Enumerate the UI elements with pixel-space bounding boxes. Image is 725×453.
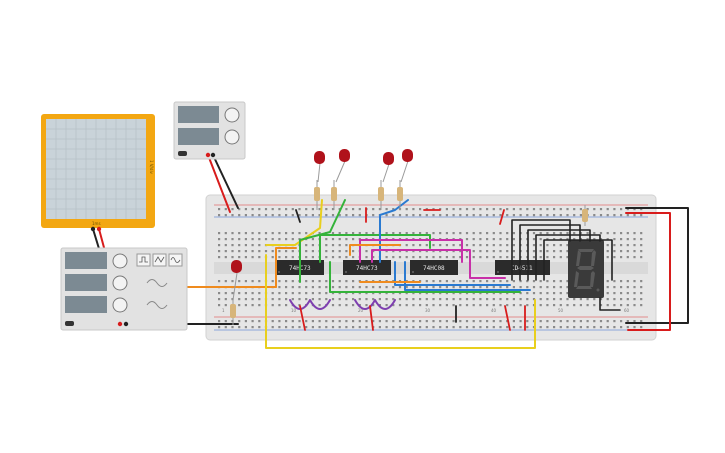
frequency-knob[interactable] <box>112 253 128 269</box>
voltage-display <box>178 106 219 123</box>
scope-time-label: 1ms <box>92 221 101 226</box>
bottom-power-rail <box>214 316 648 331</box>
function-generator[interactable] <box>60 247 188 331</box>
chip-cd4511[interactable]: CD4511 <box>495 260 550 275</box>
seven-segment-display[interactable] <box>568 240 604 298</box>
square-wave-button[interactable] <box>136 253 151 267</box>
scope-probe-negative[interactable] <box>90 226 96 232</box>
breadboard-holes[interactable] <box>218 208 643 329</box>
power-switch[interactable] <box>178 151 187 156</box>
wires[interactable] <box>92 154 689 349</box>
power-supply[interactable] <box>173 101 246 160</box>
chip-74hc08[interactable]: 74HC08 <box>410 260 458 275</box>
svg-text:74HC08: 74HC08 <box>423 265 445 272</box>
generator-positive-terminal[interactable] <box>117 321 123 327</box>
scope-volt-label: 1 V/div <box>149 160 154 175</box>
frequency-display <box>65 252 107 269</box>
current-knob[interactable] <box>224 129 240 145</box>
triangle-wave-icon <box>154 256 165 263</box>
svg-text:74HC73: 74HC73 <box>356 265 378 272</box>
sine-wave-icon <box>170 257 181 263</box>
resistors[interactable] <box>230 180 588 325</box>
offset-knob[interactable] <box>112 297 128 313</box>
supply-negative-terminal[interactable] <box>210 152 216 158</box>
square-wave-icon <box>139 256 148 263</box>
amplitude-knob[interactable] <box>112 275 128 291</box>
leds[interactable] <box>231 149 413 301</box>
top-power-rail <box>214 204 648 218</box>
supply-positive-terminal[interactable] <box>205 152 211 158</box>
svg-text:10: 10 <box>291 308 297 313</box>
voltage-knob[interactable] <box>224 107 240 123</box>
current-display <box>178 128 219 145</box>
svg-text:30: 30 <box>425 308 431 313</box>
column-numbers: 1 10 20 30 40 50 60 <box>222 308 630 313</box>
scope-grid <box>46 119 146 219</box>
generator-power-switch[interactable] <box>65 321 74 326</box>
svg-text:20: 20 <box>358 308 364 313</box>
scope-probe-positive[interactable] <box>96 226 102 232</box>
offset-display <box>65 296 107 313</box>
svg-text:50: 50 <box>558 308 564 313</box>
amplitude-display <box>65 274 107 291</box>
sine-wave-button[interactable] <box>168 253 183 267</box>
chip-74hc73-2[interactable]: 74HC73 <box>343 260 391 275</box>
svg-text:60: 60 <box>624 308 630 313</box>
amplitude-wave-icon <box>146 279 168 287</box>
offset-wave-icon <box>146 301 168 309</box>
svg-text:1: 1 <box>222 308 225 313</box>
svg-text:40: 40 <box>491 308 497 313</box>
oscilloscope[interactable]: 1ms 1 V/div <box>41 114 155 232</box>
generator-negative-terminal[interactable] <box>123 321 129 327</box>
svg-text:CD4511: CD4511 <box>511 265 533 272</box>
